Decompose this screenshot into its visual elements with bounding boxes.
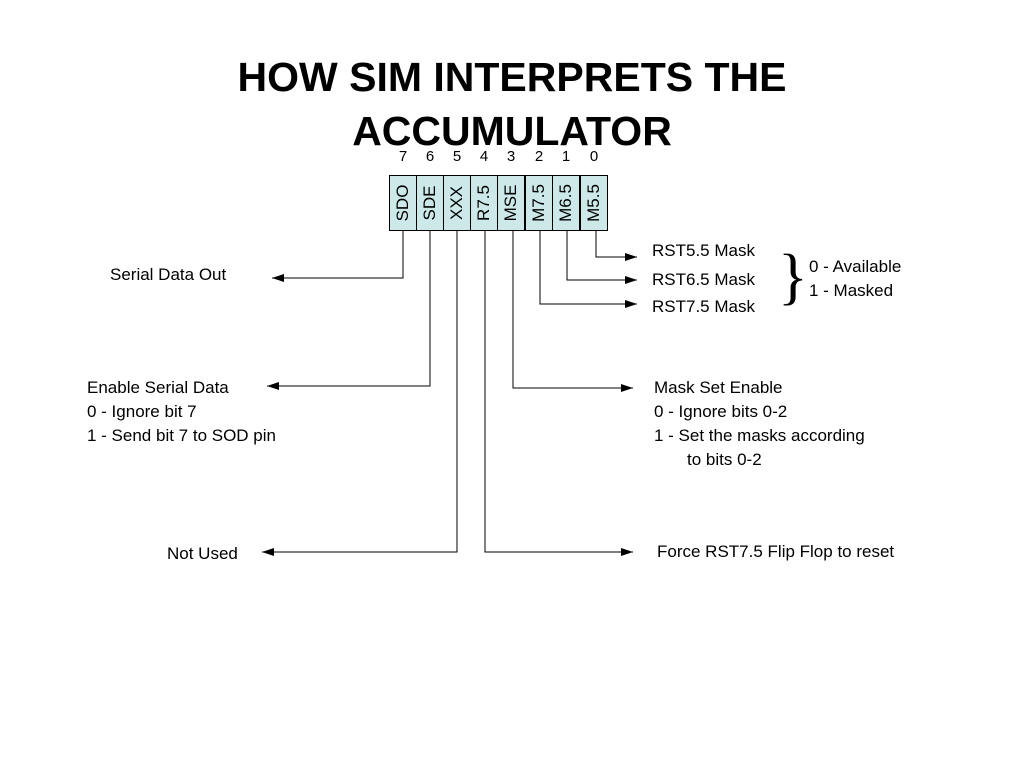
bit-number-6: 6 <box>425 148 435 165</box>
bit-number-1: 1 <box>561 148 571 165</box>
title-line-2: ACCUMULATOR <box>352 108 672 154</box>
right-brace-icon: } <box>778 243 808 311</box>
mask-value-available: 0 - Available <box>809 257 902 276</box>
title-line-1: HOW SIM INTERPRETS THE <box>237 54 787 100</box>
arrow-mask-set-enable <box>512 231 633 392</box>
enable-serial-data-block: Enable Serial Data 0 - Ignore bit 7 1 - … <box>87 376 276 448</box>
arrow-not-used <box>262 231 458 556</box>
register-cell-m55: M5.5 <box>580 175 608 231</box>
bit-number-7: 7 <box>398 148 408 165</box>
page-title: HOW SIM INTERPRETS THE ACCUMULATOR <box>112 50 912 158</box>
serial-data-out-label: Serial Data Out <box>110 265 227 284</box>
arrow-rst55-mask <box>595 231 637 261</box>
mask-set-enable-line-2: 1 - Set the masks according <box>654 426 865 445</box>
register-cell-mse: MSE <box>497 175 525 231</box>
bit-number-4: 4 <box>479 148 489 165</box>
enable-serial-data-title: Enable Serial Data <box>87 378 229 397</box>
mask-set-enable-line-3: to bits 0-2 <box>687 450 762 469</box>
mask-set-enable-block: Mask Set Enable 0 - Ignore bits 0-2 1 - … <box>654 376 865 472</box>
register-cell-xxx: XXX <box>443 175 471 231</box>
arrow-force-rst75 <box>484 231 633 556</box>
register-cell-sdo: SDO <box>389 175 417 231</box>
rst65-mask-label: RST6.5 Mask <box>652 270 755 289</box>
enable-serial-data-line-1: 0 - Ignore bit 7 <box>87 402 197 421</box>
mask-values-block: 0 - Available 1 - Masked <box>809 255 901 303</box>
bit-number-5: 5 <box>452 148 462 165</box>
mask-set-enable-line-1: 0 - Ignore bits 0-2 <box>654 402 788 421</box>
bit-number-3: 3 <box>506 148 516 165</box>
rst75-mask-label: RST7.5 Mask <box>652 297 755 316</box>
not-used-label: Not Used <box>167 544 238 563</box>
bit-number-2: 2 <box>534 148 544 165</box>
mask-set-enable-title: Mask Set Enable <box>654 378 783 397</box>
rst55-mask-label: RST5.5 Mask <box>652 241 755 260</box>
force-rst75-label: Force RST7.5 Flip Flop to reset <box>657 542 895 561</box>
arrow-serial-data-out <box>272 231 404 282</box>
arrow-rst75-mask <box>539 231 637 308</box>
register-cell-m65: M6.5 <box>552 175 580 231</box>
enable-serial-data-line-2: 1 - Send bit 7 to SOD pin <box>87 426 276 445</box>
arrow-rst65-mask <box>566 231 637 284</box>
bit-number-0: 0 <box>589 148 599 165</box>
register-cell-m75: M7.5 <box>525 175 553 231</box>
mask-value-masked: 1 - Masked <box>809 281 894 300</box>
arrow-enable-serial <box>267 231 431 390</box>
